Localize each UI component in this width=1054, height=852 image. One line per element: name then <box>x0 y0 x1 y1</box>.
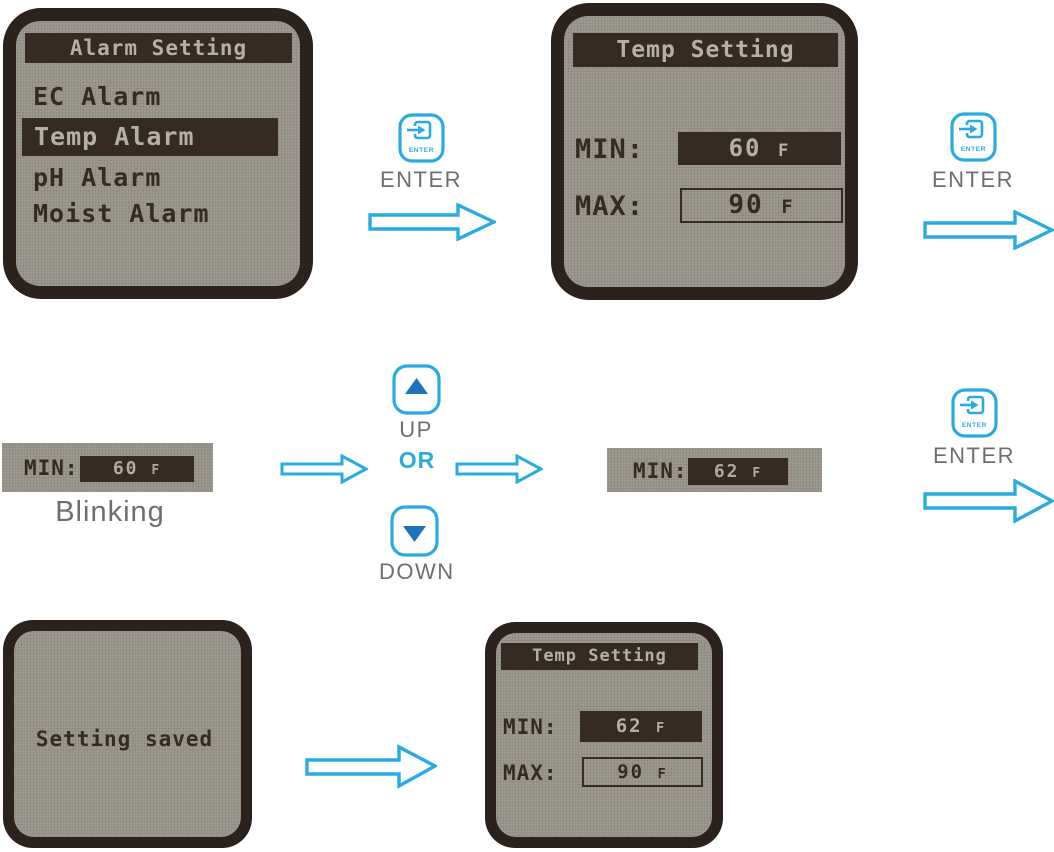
max-label: MAX: <box>575 191 645 222</box>
enter-icon <box>407 120 432 140</box>
lcd-screen-saved: Setting saved <box>3 620 252 848</box>
down-label: DOWN <box>379 559 455 584</box>
min-label: MIN: <box>503 715 558 739</box>
min-unit: F <box>151 463 162 478</box>
max-unit: F <box>781 197 795 218</box>
enter-icon-caption: ENTER <box>962 422 987 429</box>
min-unit: F <box>777 141 791 161</box>
screen-title: Alarm Setting <box>25 33 292 63</box>
lcd-strip-min-62: MIN: 62 F <box>607 448 822 492</box>
lcd-screen-alarm-menu: Alarm Setting EC Alarm Temp Alarm pH Ala… <box>3 8 313 299</box>
min-value-box: 60 F <box>678 132 841 165</box>
min-value-box: 62 F <box>580 711 702 742</box>
max-value-box: 90 F <box>582 757 703 787</box>
flow-arrow-right <box>305 744 437 789</box>
blinking-caption: Blinking <box>55 496 165 528</box>
min-value-box: 60 F <box>80 456 194 482</box>
menu-item-temp-alarm-selected: Temp Alarm <box>22 118 278 156</box>
menu-item-moist-alarm: Moist Alarm <box>33 199 210 228</box>
min-label: MIN: <box>633 459 688 483</box>
screen-title: Temp Setting <box>501 643 698 670</box>
min-value: 62 <box>615 715 643 737</box>
min-value-box: 62 F <box>688 458 788 485</box>
min-value: 60 <box>112 458 139 479</box>
lcd-screen-temp-final: Temp Setting MIN: 62 F MAX: 90 F <box>485 622 723 848</box>
or-text: OR <box>398 447 436 473</box>
lcd-strip-min-60: MIN: 60 F <box>2 443 213 492</box>
lcd-screen-temp-initial: Temp Setting MIN: 60 F MAX: 90 F <box>551 3 858 300</box>
enter-icon <box>959 119 984 139</box>
enter-button[interactable]: ENTER <box>398 113 445 163</box>
max-unit: F <box>657 766 668 782</box>
min-unit: F <box>752 466 763 481</box>
screen-title: Temp Setting <box>573 33 838 67</box>
min-label: MIN: <box>24 456 79 480</box>
enter-label: ENTER <box>931 167 1015 192</box>
down-button[interactable] <box>390 505 439 557</box>
menu-item-ph-alarm: pH Alarm <box>33 163 162 192</box>
enter-label: ENTER <box>379 167 463 192</box>
up-button[interactable] <box>392 364 441 415</box>
enter-icon <box>960 395 985 415</box>
flow-arrow-right <box>923 210 1054 250</box>
max-value-box: 90 F <box>680 188 843 223</box>
menu-item-ec-alarm: EC Alarm <box>33 82 162 111</box>
max-label: MAX: <box>503 761 558 785</box>
lcd-face <box>14 631 241 837</box>
enter-button[interactable]: ENTER <box>951 388 998 438</box>
flow-arrow-right <box>455 454 543 484</box>
enter-label: ENTER <box>932 443 1016 468</box>
up-label: UP <box>399 417 433 442</box>
flow-arrow-right <box>368 203 496 241</box>
enter-icon-caption: ENTER <box>409 147 434 154</box>
enter-button[interactable]: ENTER <box>950 112 997 162</box>
down-triangle-icon <box>403 526 426 542</box>
min-label: MIN: <box>575 134 645 165</box>
min-unit: F <box>656 720 667 736</box>
max-value: 90 <box>728 190 764 220</box>
up-triangle-icon <box>405 378 428 394</box>
min-value: 62 <box>713 461 740 482</box>
flow-arrow-right <box>280 454 368 484</box>
enter-icon-caption: ENTER <box>961 146 986 153</box>
flow-arrow-right <box>923 479 1054 523</box>
saved-message: Setting saved <box>35 727 214 751</box>
max-value: 90 <box>617 761 645 783</box>
min-value: 60 <box>728 134 762 162</box>
